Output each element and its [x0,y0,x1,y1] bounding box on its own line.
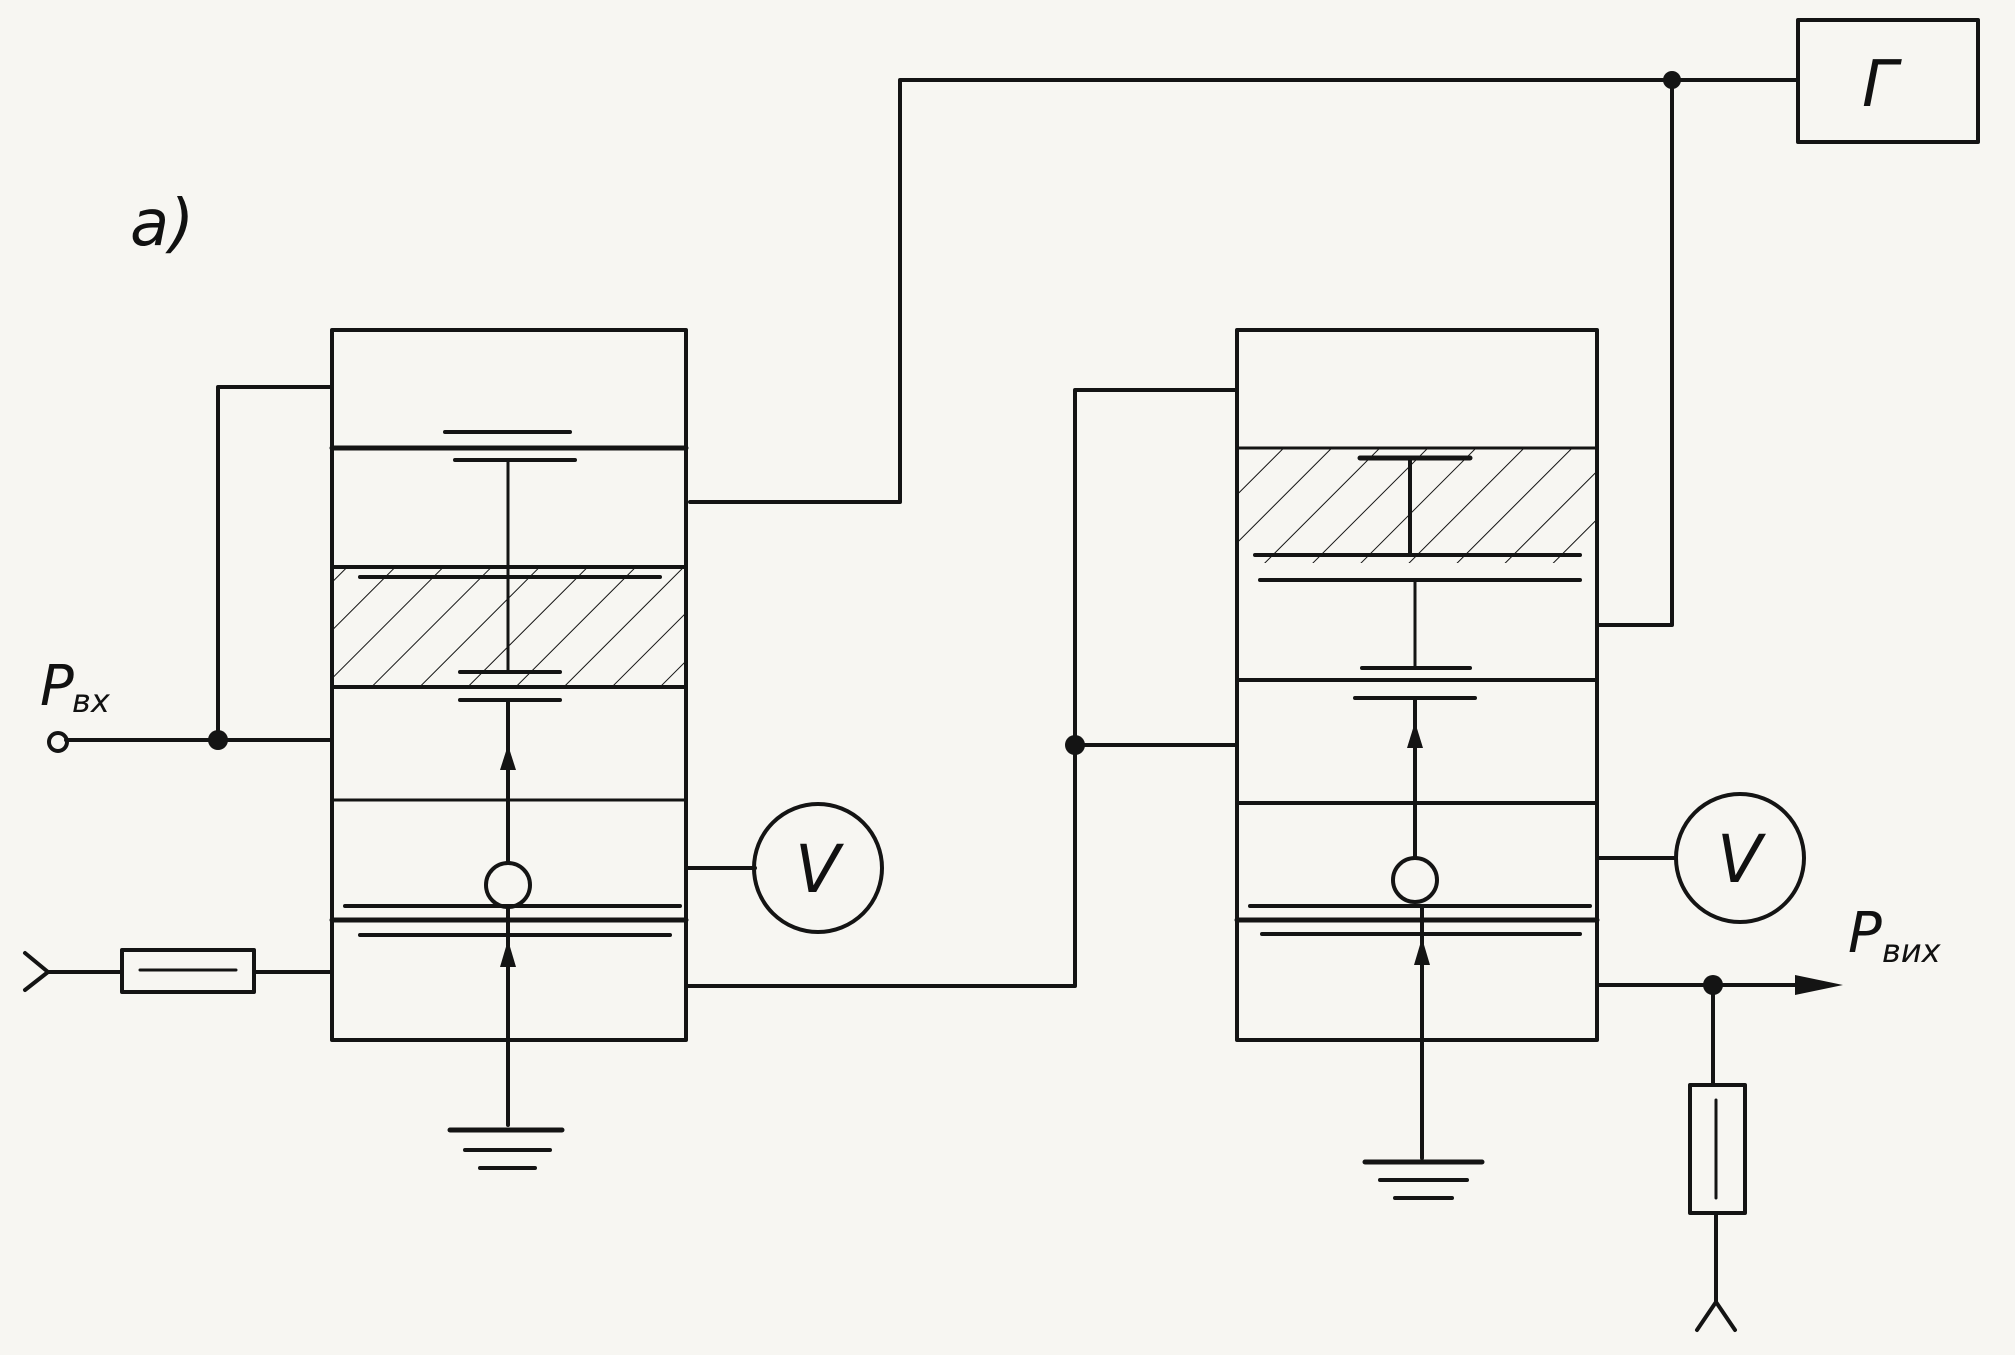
output-label-subscript: вих [1882,932,1942,970]
right-hatched-layer [1239,448,1595,563]
generator-node [1663,71,1681,89]
left-voltmeter: V [752,802,884,934]
right-ball [1391,856,1439,904]
output-antenna-icon [1695,1300,1737,1332]
generator-wire-left [688,78,1800,504]
generator-wire-right [1596,78,1674,627]
panel-label: a) [130,187,194,261]
output-arrow [1795,975,1843,995]
inter-cell-wire [684,388,1239,988]
input-feedback-wire [216,385,334,742]
output-label: P [1848,901,1882,966]
input-label-subscript: вх [72,682,111,720]
input-node [208,730,228,750]
left-ball [484,861,532,909]
right-cell [1234,328,1600,1160]
generator: Г [1796,18,1980,144]
left-ground-symbol [447,1127,565,1170]
right-voltmeter: V [1674,792,1806,924]
left-voltmeter-label: V [795,831,844,908]
right-voltmeter-label: V [1717,821,1766,898]
left-antenna-icon [23,951,50,992]
generator-label: Г [1862,48,1902,122]
input-terminal [47,731,69,753]
left-cell [329,328,689,1127]
input-label: P [40,654,74,719]
inter-cell-node [1065,735,1085,755]
right-ground-symbol [1362,1159,1485,1200]
